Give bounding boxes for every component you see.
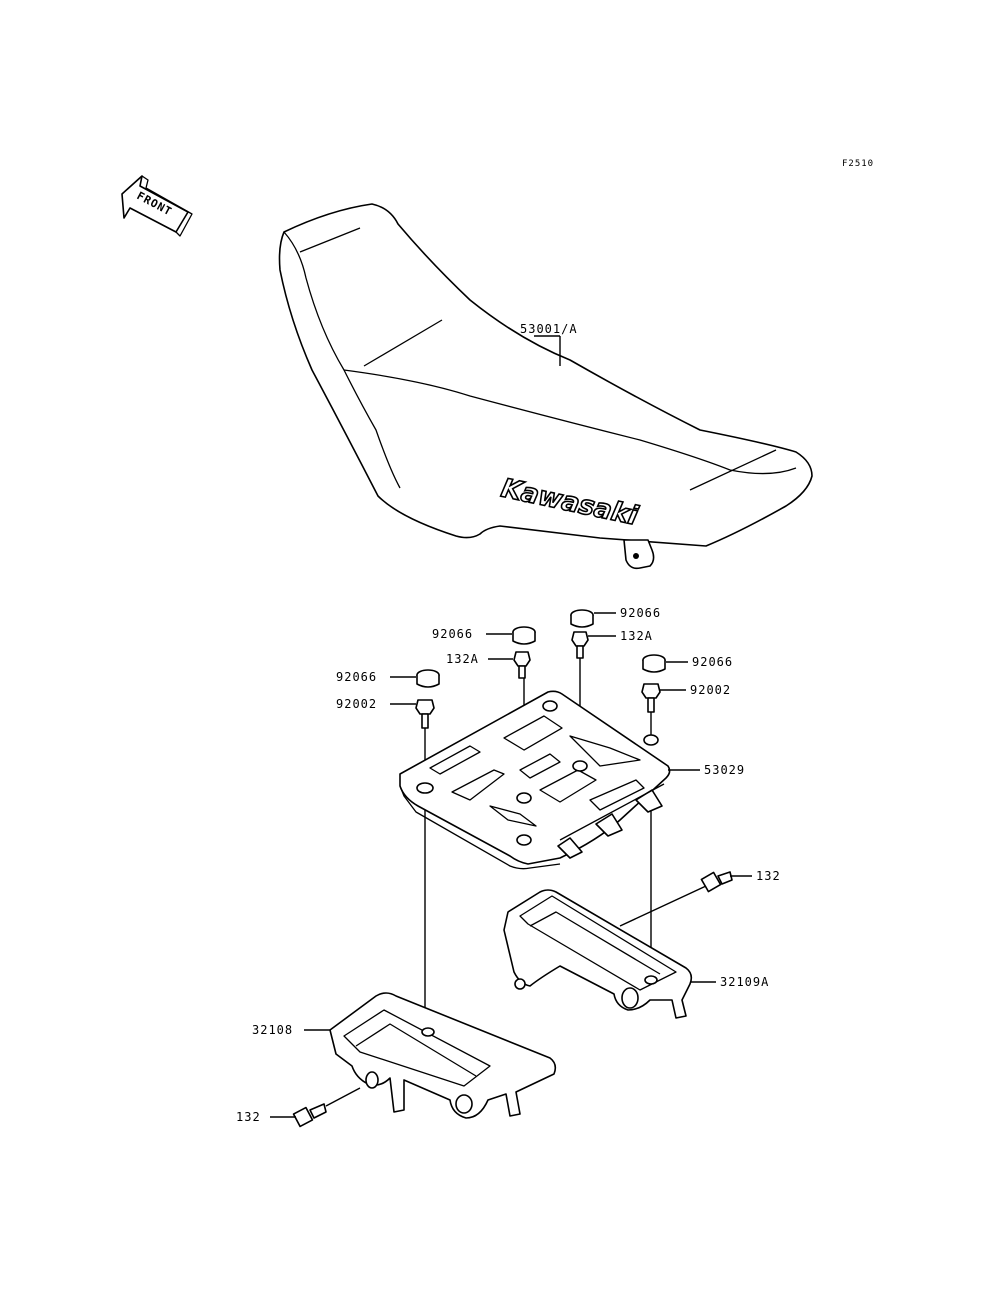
- bolt-132-right: [700, 871, 733, 893]
- figure-code: F2510: [842, 159, 874, 169]
- callout-132-1: 132: [756, 869, 781, 883]
- bolt-132-left: [292, 1103, 327, 1128]
- callout-53001a: 53001/A: [520, 322, 578, 336]
- callout-92066-3: 92066: [692, 655, 733, 669]
- cap-92066-a: [570, 609, 594, 628]
- bolt-92002-left: [415, 699, 435, 729]
- callout-53029: 53029: [704, 763, 745, 777]
- cap-92066-c: [642, 654, 666, 673]
- callout-32109a: 32109A: [720, 975, 769, 989]
- callout-92066-1: 92066: [620, 606, 661, 620]
- callout-92002-1: 92002: [690, 683, 731, 697]
- callout-92066-4: 92066: [336, 670, 377, 684]
- seat-base-plate: [399, 690, 671, 870]
- callout-32108: 32108: [252, 1023, 293, 1037]
- bracket-32108: [329, 992, 557, 1119]
- callout-92002-2: 92002: [336, 697, 377, 711]
- callout-132a-1: 132A: [620, 629, 653, 643]
- bolt-92002-right: [641, 683, 661, 713]
- cap-92066-b: [512, 626, 536, 645]
- callout-132a-2: 132A: [446, 652, 479, 666]
- cap-92066-d: [416, 669, 440, 688]
- bolt-132a-left: [513, 651, 531, 679]
- callout-92066-2: 92066: [432, 627, 473, 641]
- bolt-132a-right: [571, 631, 589, 659]
- seat: Kawasaki: [278, 203, 813, 570]
- callout-132-2: 132: [236, 1110, 261, 1124]
- bracket-32109a: [503, 889, 693, 1019]
- front-arrow-icon: FRONT: [121, 175, 193, 237]
